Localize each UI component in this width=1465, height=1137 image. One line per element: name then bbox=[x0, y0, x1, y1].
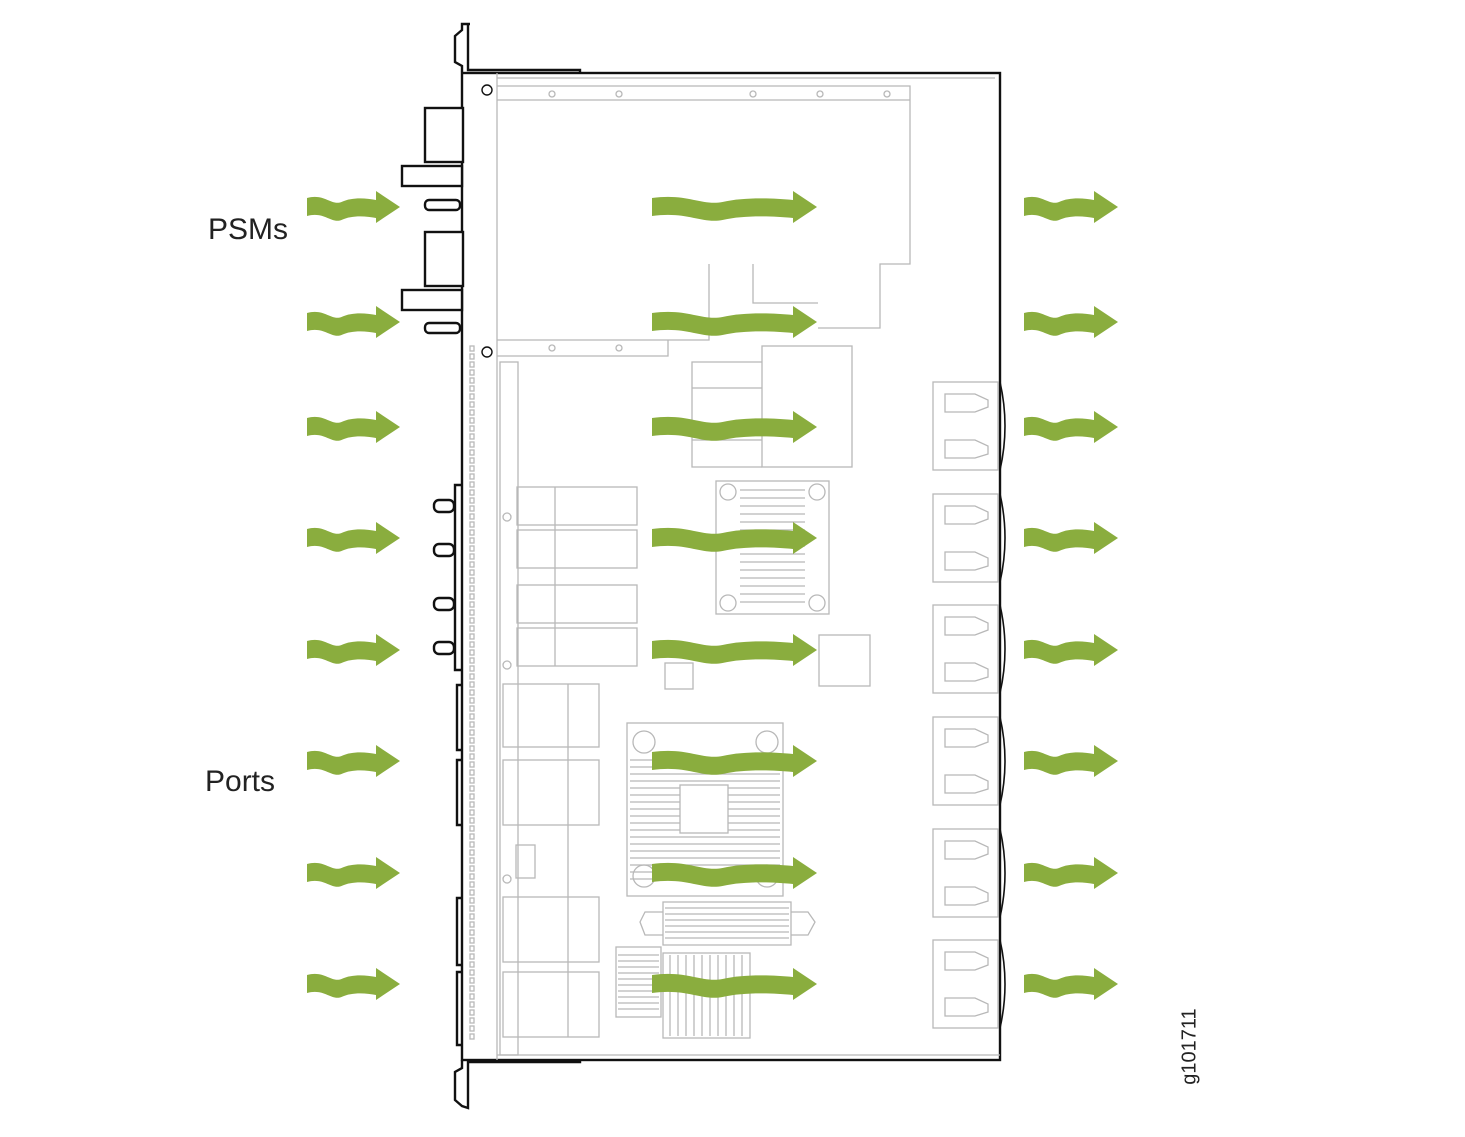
top-mounting-ear bbox=[453, 22, 470, 72]
airflow-arrow-intake-7 bbox=[307, 857, 400, 889]
psm-2-latch bbox=[423, 230, 465, 288]
airflow-arrow-exhaust-3 bbox=[1024, 411, 1118, 443]
airflow-arrows bbox=[307, 191, 1118, 1000]
psm-bay bbox=[497, 85, 911, 357]
airflow-arrow-exhaust-8 bbox=[1024, 968, 1118, 1000]
airflow-arrow-intake-4 bbox=[307, 522, 400, 554]
airflow-arrow-intake-6 bbox=[307, 745, 400, 777]
airflow-arrow-internal-1 bbox=[652, 191, 817, 223]
psm-1-handle bbox=[400, 164, 464, 188]
fan-module-4 bbox=[932, 716, 1006, 806]
heatsink-cpu bbox=[626, 722, 784, 897]
internal-components bbox=[497, 85, 911, 1056]
airflow-arrow-intake-5 bbox=[307, 634, 400, 666]
chassis-body bbox=[460, 71, 1002, 1062]
fan-module-5 bbox=[932, 828, 1006, 918]
airflow-arrow-intake-8 bbox=[307, 968, 400, 1000]
fan-module-1 bbox=[932, 381, 1006, 471]
fan-modules bbox=[932, 381, 1006, 1029]
chip-module bbox=[761, 345, 853, 468]
fan-module-2 bbox=[932, 493, 1006, 583]
airflow-arrow-exhaust-4 bbox=[1024, 522, 1118, 554]
psms-label: PSMs bbox=[208, 213, 289, 246]
psm-2-handle bbox=[400, 288, 464, 312]
psm-1-latch bbox=[423, 106, 465, 164]
airflow-arrow-exhaust-7 bbox=[1024, 857, 1118, 889]
airflow-arrow-internal-3 bbox=[652, 411, 817, 443]
airflow-arrow-internal-6 bbox=[652, 745, 817, 777]
airflow-arrow-internal-4 bbox=[652, 522, 817, 554]
ports-label: Ports bbox=[205, 765, 276, 798]
heatsink-3 bbox=[639, 901, 816, 946]
figure-id: g101711 bbox=[1178, 1008, 1201, 1085]
airflow-arrow-internal-8 bbox=[652, 968, 817, 1000]
airflow-arrow-internal-7 bbox=[652, 857, 817, 889]
airflow-arrow-intake-1 bbox=[307, 191, 400, 223]
bottom-mounting-ear bbox=[453, 1059, 582, 1110]
airflow-arrow-exhaust-2 bbox=[1024, 306, 1118, 338]
front-panel-port-leds bbox=[469, 345, 475, 1040]
airflow-arrow-exhaust-6 bbox=[1024, 745, 1118, 777]
airflow-arrow-internal-5 bbox=[652, 634, 817, 666]
airflow-arrow-exhaust-1 bbox=[1024, 191, 1118, 223]
chassis-outline bbox=[400, 22, 1002, 1110]
airflow-arrow-intake-2 bbox=[307, 306, 400, 338]
airflow-arrow-intake-3 bbox=[307, 411, 400, 443]
fan-module-3 bbox=[932, 604, 1006, 694]
port-cages bbox=[502, 486, 638, 1038]
airflow-arrow-internal-2 bbox=[652, 306, 817, 338]
fan-module-6 bbox=[932, 939, 1006, 1029]
airflow-arrow-exhaust-5 bbox=[1024, 634, 1118, 666]
